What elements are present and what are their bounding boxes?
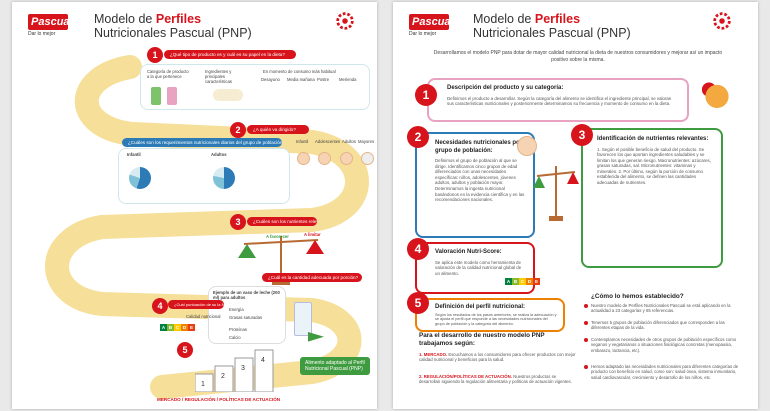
- scale-icon: [238, 236, 324, 285]
- adult-face-icon: [340, 152, 353, 165]
- gear-icon: [336, 12, 354, 30]
- yogurt-icon: [167, 87, 177, 105]
- section-4: Valoración Nutri-Score: Se aplica este m…: [415, 242, 535, 294]
- elder-face-icon: [361, 152, 374, 165]
- step-number-4: 4: [152, 298, 168, 314]
- final-product-label: Alimento adaptado al Perfil Nutricional …: [300, 357, 370, 375]
- infantil-pie-icon: [129, 167, 151, 189]
- intro-text: Desarrollamos el modelo PNP para dotar d…: [433, 50, 723, 63]
- how-item: Nuestro modelo de Perfiles Nutricionales…: [584, 303, 739, 314]
- pascual-logo: Pascual Dar lo mejor: [28, 14, 73, 37]
- question-3-req: ¿Cuáles son los requerimientos nutricion…: [122, 138, 282, 147]
- section-4-number: 4: [407, 238, 429, 260]
- step-number-1: 1: [147, 47, 163, 63]
- child-face-icon: [297, 152, 310, 165]
- question-4: ¿Cuáles son los nutrientes relevantes?: [247, 217, 317, 226]
- baby-face-icon: [517, 136, 537, 156]
- section-3-number: 3: [571, 124, 593, 146]
- logo-mark: Pascual: [28, 14, 73, 30]
- page-title-right: Modelo de Perfiles Nutricionales Pascual…: [473, 12, 631, 40]
- product-bottle-icon: [151, 87, 161, 105]
- how-item: Tenemos 5 grupos de población diferencia…: [584, 320, 739, 331]
- section-1-number: 1: [415, 84, 437, 106]
- section-2-number: 2: [407, 126, 429, 148]
- product-card: Categoría de producto a la que pertenece…: [140, 64, 370, 110]
- left-page: Pascual Dar lo mejor Modelo de Perfiles …: [12, 2, 377, 409]
- title-highlight: Perfiles: [155, 12, 202, 26]
- section-1: Descripción del producto y su categoría:…: [427, 78, 689, 122]
- example-card: Ejemplo de un vaso de leche (200 ml) par…: [208, 286, 286, 344]
- question-2: ¿A quién va dirigido?: [247, 125, 309, 134]
- question-5: ¿Cuál es la cantidad adecuada por porció…: [262, 273, 362, 282]
- gear-icon-right: [713, 12, 731, 30]
- page-title: Modelo de Perfiles Nutricionales Pascual…: [94, 12, 252, 40]
- section-2: Necesidades nutricionales por grupo de p…: [415, 132, 535, 238]
- how-title: ¿Cómo lo hemos establecido?: [591, 293, 684, 300]
- section-3: Identificación de nutrientes relevantes:…: [581, 128, 723, 268]
- section-5-number: 5: [407, 292, 429, 314]
- step-number-3: 3: [230, 214, 246, 230]
- bottom-item-1: 1. MERCADO. Escuchamos a los consumidore…: [419, 352, 576, 363]
- right-page: Pascual Dar lo mejor Modelo de Perfiles …: [393, 2, 758, 409]
- stair-1: 1: [201, 381, 205, 388]
- pascual-logo-right: Pascual Dar lo mejor: [409, 14, 454, 37]
- how-item: Hemos adaptado las necesidades nutricion…: [584, 364, 739, 380]
- podium-stairs: 1 2 3 4: [195, 349, 274, 392]
- flag-icon: [308, 332, 324, 342]
- footer-caption: MERCADO / REGULACIÓN / POLÍTICAS DE ACTU…: [157, 397, 281, 402]
- bottom-title: Para el desarrollo de nuestro modelo PNP…: [419, 332, 545, 347]
- step-number-2: 2: [230, 122, 246, 138]
- logo-tagline: Dar lo mejor: [28, 31, 56, 37]
- road-path: [45, 55, 369, 399]
- question-6: ¿Cuál puntuación de su la Nutri-Score?: [168, 300, 224, 309]
- bottom-item-2: 2. REGULACIÓN/POLÍTICAS DE ACTUACIÓN. Nu…: [419, 374, 572, 385]
- stair-2: 2: [221, 373, 225, 380]
- question-1: ¿Qué tipo de producto es y cuál es su pa…: [164, 50, 296, 59]
- adultos-pie-icon: [213, 167, 235, 189]
- stair-4: 4: [261, 357, 265, 364]
- requirements-card: Infantil Adultos: [118, 148, 290, 204]
- fruit-bowl-icon: [697, 76, 737, 110]
- step-number-5: 5: [177, 342, 193, 358]
- section-5: Definición del perfil nutricional: Según…: [415, 298, 565, 332]
- stair-3: 3: [241, 365, 245, 372]
- how-item: Contemplamos necesidades de otros grupos…: [584, 337, 739, 353]
- teen-face-icon: [318, 152, 331, 165]
- ingredients-icon: [213, 89, 243, 101]
- milk-glass-icon: [294, 302, 312, 336]
- balance-scale-icon: [533, 166, 579, 221]
